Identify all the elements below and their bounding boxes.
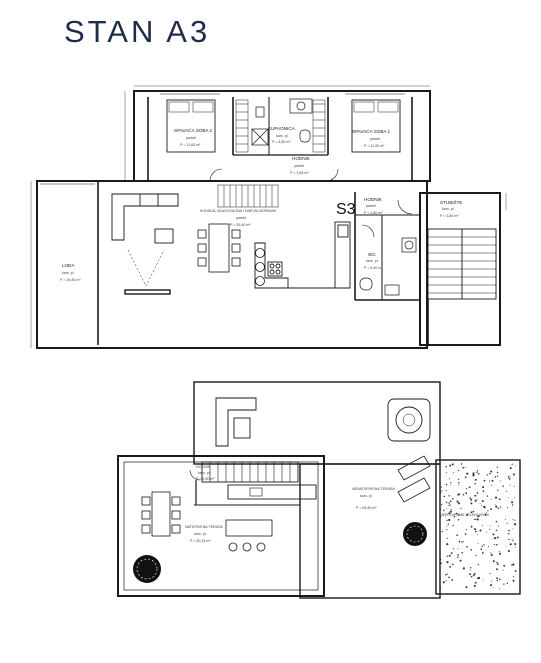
green-roof-texture: [439, 463, 517, 590]
dining-table: [197, 223, 241, 273]
label-living-name: KUHINJA, BLAGOVAONA I DNEVNI BORAVAK: [200, 209, 277, 213]
label-bedroom1-name: SPAVAĆA SOBA 1: [352, 128, 390, 134]
label-wc-floor: kam. pl.: [366, 259, 379, 263]
roof-bar: [225, 519, 273, 552]
label-bedroom1-floor: parket: [370, 137, 380, 141]
label-stairs-area: P = 3,80 m²: [440, 214, 459, 218]
label-open-terrace-floor: kam. pl.: [360, 494, 373, 498]
label-loggia-area: P = 16,85 m²: [60, 278, 81, 282]
label-roof-hall-name: HODNIK: [196, 465, 211, 469]
label-living-area: P = 35,40 m²: [230, 223, 251, 227]
interior-stair-upper: [217, 184, 279, 208]
label-hall2-area: P = 4,80 m²: [364, 211, 383, 215]
kitchen-counter: [254, 221, 351, 289]
label-hall2-floor: parket: [366, 204, 376, 208]
bathroom-fixtures: [251, 98, 313, 146]
label-stairs-floor: kam. pl.: [442, 207, 455, 211]
roof-sofa: [215, 397, 257, 447]
label-loggia-floor: kam. pl.: [62, 271, 75, 275]
wardrobes: [235, 99, 326, 153]
main-stairwell: [427, 228, 497, 345]
plant-roof-right: [403, 522, 427, 546]
label-covered-terrace-name: NATKRIVENA TERASA: [185, 525, 223, 529]
label-wc-area: P = 5,40 m²: [364, 266, 383, 270]
label-roof-hall-area: P = 0,80 m²: [196, 477, 215, 481]
label-green-roof-name: NEPROHODNI ZELENI KROV: [440, 513, 490, 517]
section-mark: S3: [336, 201, 356, 218]
label-covered-terrace-floor: kam. pl.: [194, 532, 207, 536]
label-covered-terrace-area: P = 40,24 m²: [190, 539, 211, 543]
label-wc-name: WC: [368, 252, 376, 257]
label-open-terrace-area: P = 54,80 m²: [356, 506, 377, 510]
label-hall1-area: P = 3,85 m²: [290, 171, 309, 175]
hot-tub: [387, 398, 431, 442]
label-roof-hall-floor: kam. pl.: [198, 471, 211, 475]
living-sofa: [111, 193, 179, 295]
bar-stools: [255, 248, 265, 286]
label-bedroom2-name: SPAVAĆA SOBA 2: [174, 127, 212, 133]
room-labels: S3 SPAVAĆA SOBA 2 parket P = 11,65 m² KU…: [60, 126, 490, 543]
label-living-floor: parket: [236, 216, 246, 220]
label-hall1-floor: parket: [294, 164, 304, 168]
label-bathroom-name: KUPAONICA: [268, 126, 296, 131]
sun-loungers: [397, 455, 431, 503]
roof-kitchen: [201, 461, 317, 500]
bed-bedroom1: [351, 99, 401, 153]
label-open-terrace-name: NENATKRIVENA TERASA: [352, 487, 395, 491]
label-bathroom-area: P = 4,80 m²: [272, 140, 291, 144]
label-stairs-name: STUBIŠTE: [440, 199, 462, 205]
label-bedroom1-area: P = 11,05 m²: [364, 144, 385, 148]
roof-floor-walls: [117, 381, 521, 599]
roof-dining-table: [141, 491, 181, 537]
label-bedroom2-area: P = 11,65 m²: [180, 143, 201, 147]
label-bedroom2-floor: parket: [186, 136, 196, 140]
dimension-lines: [30, 85, 507, 348]
upper-floor-walls: [36, 90, 501, 349]
label-loggia-name: LOĐA: [62, 263, 75, 268]
label-hall1-name: HODNIK: [292, 156, 311, 161]
bed-bedroom2: [166, 99, 216, 153]
label-hall2-name: HODNIK: [364, 197, 383, 202]
door-swings: [189, 168, 413, 481]
wc-fixtures: [359, 237, 417, 296]
label-bathroom-floor: kam. pl.: [276, 134, 289, 138]
plant-roof-left: [133, 555, 161, 583]
plan-title: STAN A3: [64, 14, 211, 49]
